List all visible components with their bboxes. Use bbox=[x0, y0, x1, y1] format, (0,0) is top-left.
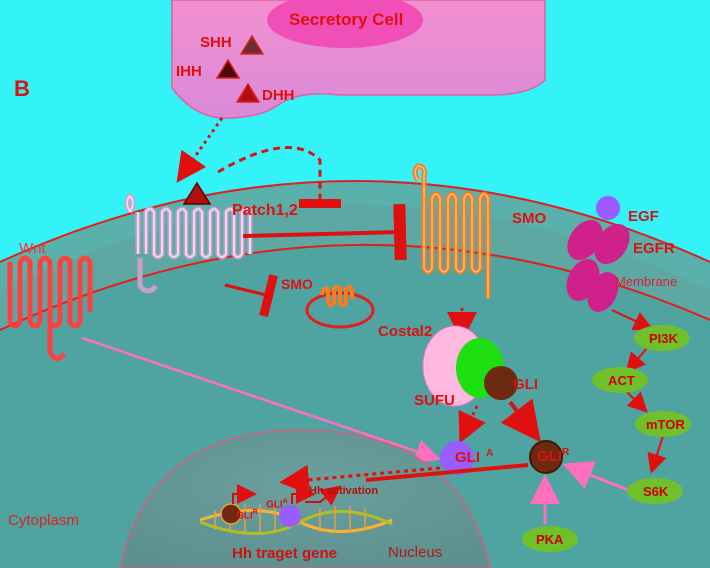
hh-activation-label: Hh activation bbox=[309, 485, 379, 497]
nuclear-gli-r-sup: R bbox=[252, 509, 258, 516]
dhh-label: DHH bbox=[262, 87, 295, 104]
mtor-label: mTOR bbox=[646, 417, 685, 432]
membrane-outer-line bbox=[0, 180, 710, 263]
patched-label: Patch1,2 bbox=[232, 202, 298, 219]
smo-internalized bbox=[320, 285, 354, 307]
nuclear-gli-r-ball bbox=[220, 503, 242, 525]
target-gene-label: Hh traget gene bbox=[232, 545, 338, 562]
gli-r-ball bbox=[529, 440, 563, 474]
gli-a-sup: A bbox=[486, 448, 494, 459]
pka-node bbox=[522, 526, 578, 552]
gli-r-label: GLIR bbox=[537, 447, 569, 465]
ihh-ligand bbox=[215, 58, 241, 79]
nuclear-gli-a-base: GLI bbox=[266, 499, 283, 511]
nucleus-label: Nucleus bbox=[388, 544, 443, 561]
egfr-label: EGFR bbox=[633, 240, 675, 257]
gli-a-base: GLI bbox=[455, 449, 480, 466]
egfr-2 bbox=[594, 224, 630, 264]
smo-internal-label: SMO bbox=[281, 276, 313, 292]
egf-label: EGF bbox=[628, 208, 659, 225]
egfr-4 bbox=[587, 272, 619, 312]
cytoplasm-label: Cytoplasm bbox=[8, 512, 79, 529]
costal2-label: Costal2 bbox=[378, 323, 433, 340]
egfr-to-pi3k bbox=[611, 309, 654, 331]
ligand-release-arrow bbox=[176, 117, 224, 183]
act-node bbox=[592, 367, 648, 393]
gli-complex-ball bbox=[484, 366, 518, 400]
gli-a-to-nucleus bbox=[279, 464, 441, 495]
bound-ligand bbox=[182, 181, 212, 205]
wnt-receptor bbox=[7, 255, 93, 361]
patched-smo-inhibition bbox=[242, 203, 407, 261]
s6k-to-gli-r bbox=[562, 460, 629, 492]
shh-ligand bbox=[239, 34, 265, 55]
secretory-cell-label: Secretory Cell bbox=[289, 10, 404, 29]
hh-activation-arrow bbox=[305, 485, 342, 506]
pi3k-label: PI3K bbox=[649, 331, 678, 346]
nuclear-gli-a-sup: A bbox=[282, 498, 288, 505]
gli-a-ball bbox=[440, 441, 474, 475]
s6k-label: S6K bbox=[643, 484, 669, 499]
nuclear-gli-r-label: GLIR bbox=[236, 509, 258, 521]
pka-label: PKA bbox=[536, 532, 564, 547]
nuclear-gli-a-ball bbox=[279, 505, 301, 527]
act-to-mtor bbox=[624, 389, 648, 413]
shh-label: SHH bbox=[200, 34, 232, 51]
pi3k-to-act bbox=[625, 346, 649, 374]
pi3k-node bbox=[634, 325, 690, 351]
panel-letter: B bbox=[14, 76, 30, 101]
membrane-label: Membrane bbox=[615, 274, 678, 289]
sufu-label: SUFU bbox=[414, 392, 455, 409]
dhh-ligand bbox=[235, 82, 261, 103]
gli-complex-label: GLI bbox=[513, 376, 538, 393]
secretory-nucleus bbox=[267, 0, 423, 48]
nuclear-gli-a-label: GLIA bbox=[266, 498, 288, 510]
transcription-arrow-2 bbox=[291, 484, 316, 504]
smo-internal-inhibition bbox=[224, 274, 278, 318]
nuclear-gli-r-base: GLI bbox=[236, 510, 253, 522]
ihh-label: IHH bbox=[176, 63, 202, 80]
dna-strand-2 bbox=[199, 510, 393, 535]
transcription-arrow-1 bbox=[232, 484, 257, 504]
gli-a-label: GLI A bbox=[455, 448, 493, 466]
secretory-cell bbox=[171, 0, 546, 119]
egfr-1 bbox=[567, 220, 603, 260]
gli-r-sup: R bbox=[562, 447, 570, 458]
feedback-inhibition bbox=[217, 146, 341, 208]
wnt-to-gli-a-arrow bbox=[81, 336, 441, 464]
gli-r-to-nucleus bbox=[365, 463, 529, 482]
complex-to-gli-a bbox=[458, 405, 486, 444]
mtor-node bbox=[635, 411, 691, 437]
act-label: ACT bbox=[608, 373, 635, 388]
smo-label: SMO bbox=[512, 210, 547, 227]
s6k-node bbox=[627, 478, 683, 504]
gli-r-base: GLI bbox=[537, 448, 562, 465]
complex-to-gli-r bbox=[500, 398, 541, 443]
egf-ligand bbox=[596, 196, 620, 220]
wnt-label: Wnt bbox=[19, 240, 46, 257]
mtor-to-s6k bbox=[647, 435, 667, 474]
